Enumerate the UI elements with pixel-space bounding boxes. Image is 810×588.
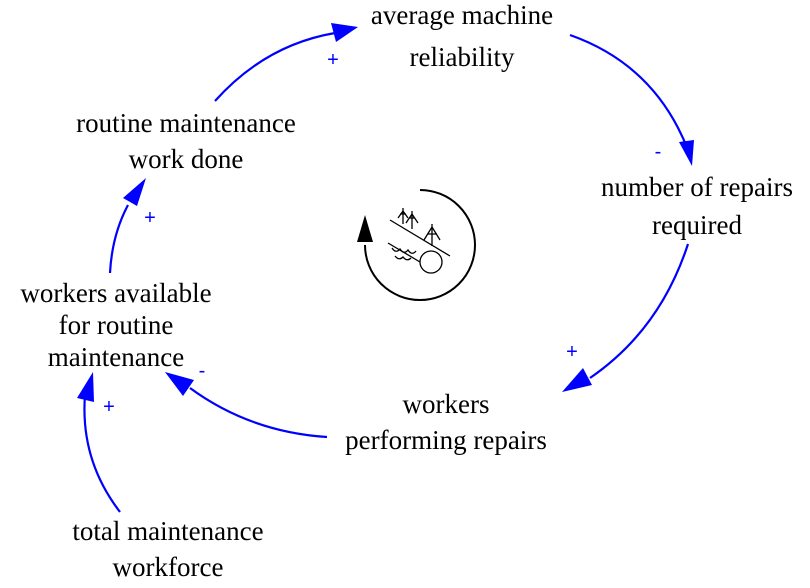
link-curve [214, 31, 336, 102]
link-curve [189, 387, 328, 439]
node-label-line: workers available [20, 278, 211, 308]
node-average-machine-reliability[interactable]: average machine reliability [371, 0, 553, 72]
node-label-line: number of repairs [601, 172, 793, 202]
link-polarity: + [566, 341, 578, 363]
arrowhead-icon [123, 178, 146, 206]
link-polarity: - [655, 141, 662, 163]
node-routine-maintenance-work-done[interactable]: routine maintenance work done [76, 108, 296, 174]
link-curve [108, 204, 129, 274]
node-label-line: for routine [59, 310, 174, 340]
link-polarity: + [327, 49, 339, 71]
node-label-line: maintenance [48, 342, 184, 372]
node-label-line: average machine [371, 0, 553, 30]
loop-arrowhead-icon [357, 215, 373, 242]
node-label-line: performing repairs [345, 425, 547, 455]
node-label-line: reliability [410, 42, 515, 72]
node-label-line: routine maintenance [76, 108, 296, 138]
node-label-line: required [652, 210, 742, 240]
arrowhead-icon [331, 23, 358, 42]
node-label-line: workforce [113, 552, 224, 582]
link-curve [589, 243, 690, 379]
node-workers-available-for-routine-maintenance[interactable]: workers available for routine maintenanc… [20, 278, 211, 372]
arrowhead-icon [77, 372, 94, 402]
node-label-line: total maintenance [72, 516, 263, 546]
arrowhead-icon [165, 372, 194, 396]
reinforcing-loop-indicator[interactable] [357, 189, 476, 301]
link-routine-done-to-reliability[interactable]: + [214, 23, 358, 102]
link-reliability-to-repairs-required[interactable]: - [569, 33, 694, 166]
link-curve [569, 33, 690, 151]
node-number-of-repairs-required[interactable]: number of repairs required [601, 172, 793, 240]
link-total-workforce-to-workers-available[interactable]: + [77, 372, 121, 513]
link-polarity: + [103, 396, 115, 418]
arrowhead-icon [562, 368, 592, 392]
link-repairs-required-to-workers-repairs[interactable]: + [562, 243, 690, 392]
link-workers-available-to-routine-done[interactable]: + [108, 178, 156, 274]
node-label-line: workers [403, 389, 490, 419]
link-polarity: + [144, 207, 156, 229]
node-label-line: work done [129, 144, 244, 174]
link-polarity: - [199, 360, 206, 382]
arrowhead-icon [679, 140, 694, 166]
link-curve [83, 394, 121, 513]
node-total-maintenance-workforce[interactable]: total maintenance workforce [72, 516, 263, 582]
loop-circle-arrow [364, 189, 476, 301]
link-workers-repairs-to-workers-available[interactable]: - [165, 360, 328, 439]
reinforcing-snowball-icon [387, 208, 451, 274]
node-workers-performing-repairs[interactable]: workers performing repairs [345, 389, 547, 455]
